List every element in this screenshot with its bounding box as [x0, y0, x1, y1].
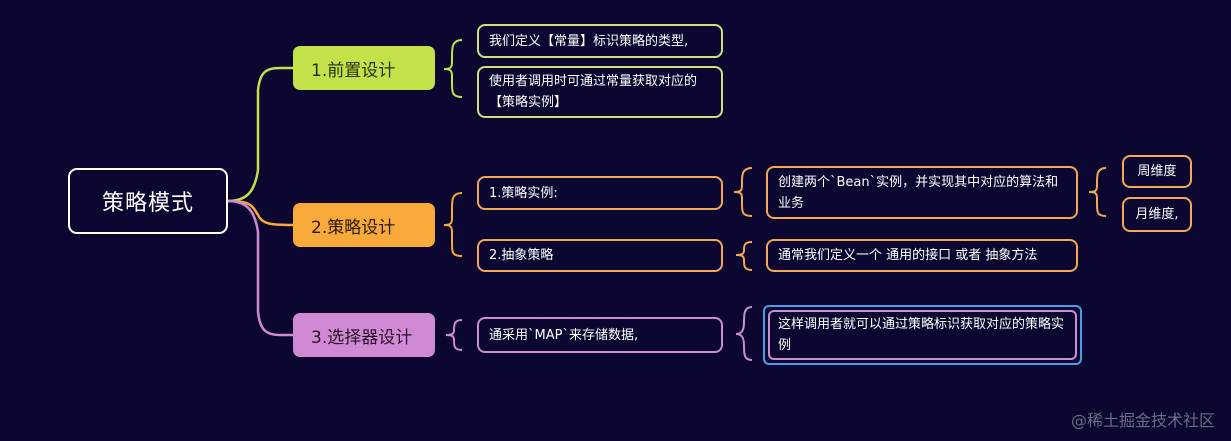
leaf-node[interactable]: 1.策略实例: — [477, 176, 723, 210]
leaf-text: 创建两个`Bean`实例，并实现其中对应的算法和业务 — [778, 174, 1059, 211]
leaf-node[interactable]: 创建两个`Bean`实例，并实现其中对应的算法和业务 — [766, 166, 1078, 219]
branch-node-2[interactable]: 2.策略设计 — [293, 203, 435, 247]
branch-label: 2.策略设计 — [311, 217, 396, 238]
leaf-text: 2.抽象策略 — [489, 248, 554, 263]
brace-strategy-instance — [733, 167, 753, 217]
branch-node-3[interactable]: 3.选择器设计 — [293, 313, 435, 357]
brace-branch3 — [445, 319, 463, 351]
brace-dimensions — [1088, 167, 1107, 217]
connector-root-branch2 — [227, 199, 294, 227]
connector-root-branch3 — [227, 199, 293, 337]
branch-label: 1.前置设计 — [311, 60, 396, 81]
leaf-node[interactable]: 通常我们定义一个 通用的接口 或者 抽象方法 — [766, 239, 1078, 272]
root-label: 策略模式 — [101, 191, 194, 216]
leaf-node[interactable]: 通采用`MAP`来存储数据, — [477, 317, 723, 353]
leaf-node[interactable]: 这样调用者就可以通过策略标识获取对应的策略实例 — [768, 310, 1077, 360]
brace-branch2 — [443, 192, 463, 257]
leaf-node[interactable]: 使用者调用时可通过常量获取对应的【策略实例】 — [477, 66, 723, 118]
selected-node-frame[interactable]: 这样调用者就可以通过策略标识获取对应的策略实例 — [763, 305, 1082, 365]
root-node[interactable]: 策略模式 — [68, 168, 228, 234]
leaf-text: 我们定义【常量】标识策略的类型, — [489, 33, 689, 49]
leaf-text: 月维度, — [1135, 207, 1179, 222]
leaf-text: 通常我们定义一个 通用的接口 或者 抽象方法 — [778, 248, 1038, 263]
leaf-text: 这样调用者就可以通过策略标识获取对应的策略实例 — [778, 317, 1065, 353]
leaf-text: 通采用`MAP`来存储数据, — [489, 327, 639, 343]
brace-abstract-strategy — [735, 241, 753, 271]
leaf-node[interactable]: 2.抽象策略 — [477, 239, 723, 272]
leaf-node[interactable]: 月维度, — [1122, 197, 1192, 232]
leaf-text: 使用者调用时可通过常量获取对应的【策略实例】 — [489, 74, 698, 110]
branch-label: 3.选择器设计 — [311, 327, 413, 348]
leaf-text: 周维度 — [1137, 164, 1177, 179]
leaf-text: 1.策略实例: — [489, 185, 558, 201]
leaf-node[interactable]: 周维度 — [1122, 155, 1192, 188]
branch-node-1[interactable]: 1.前置设计 — [293, 46, 435, 90]
watermark: @稀土掘金技术社区 — [1070, 411, 1215, 430]
connector-root-branch1 — [227, 66, 293, 203]
brace-map — [735, 306, 753, 361]
leaf-node[interactable]: 我们定义【常量】标识策略的类型, — [477, 24, 723, 58]
brace-branch1 — [443, 39, 463, 98]
